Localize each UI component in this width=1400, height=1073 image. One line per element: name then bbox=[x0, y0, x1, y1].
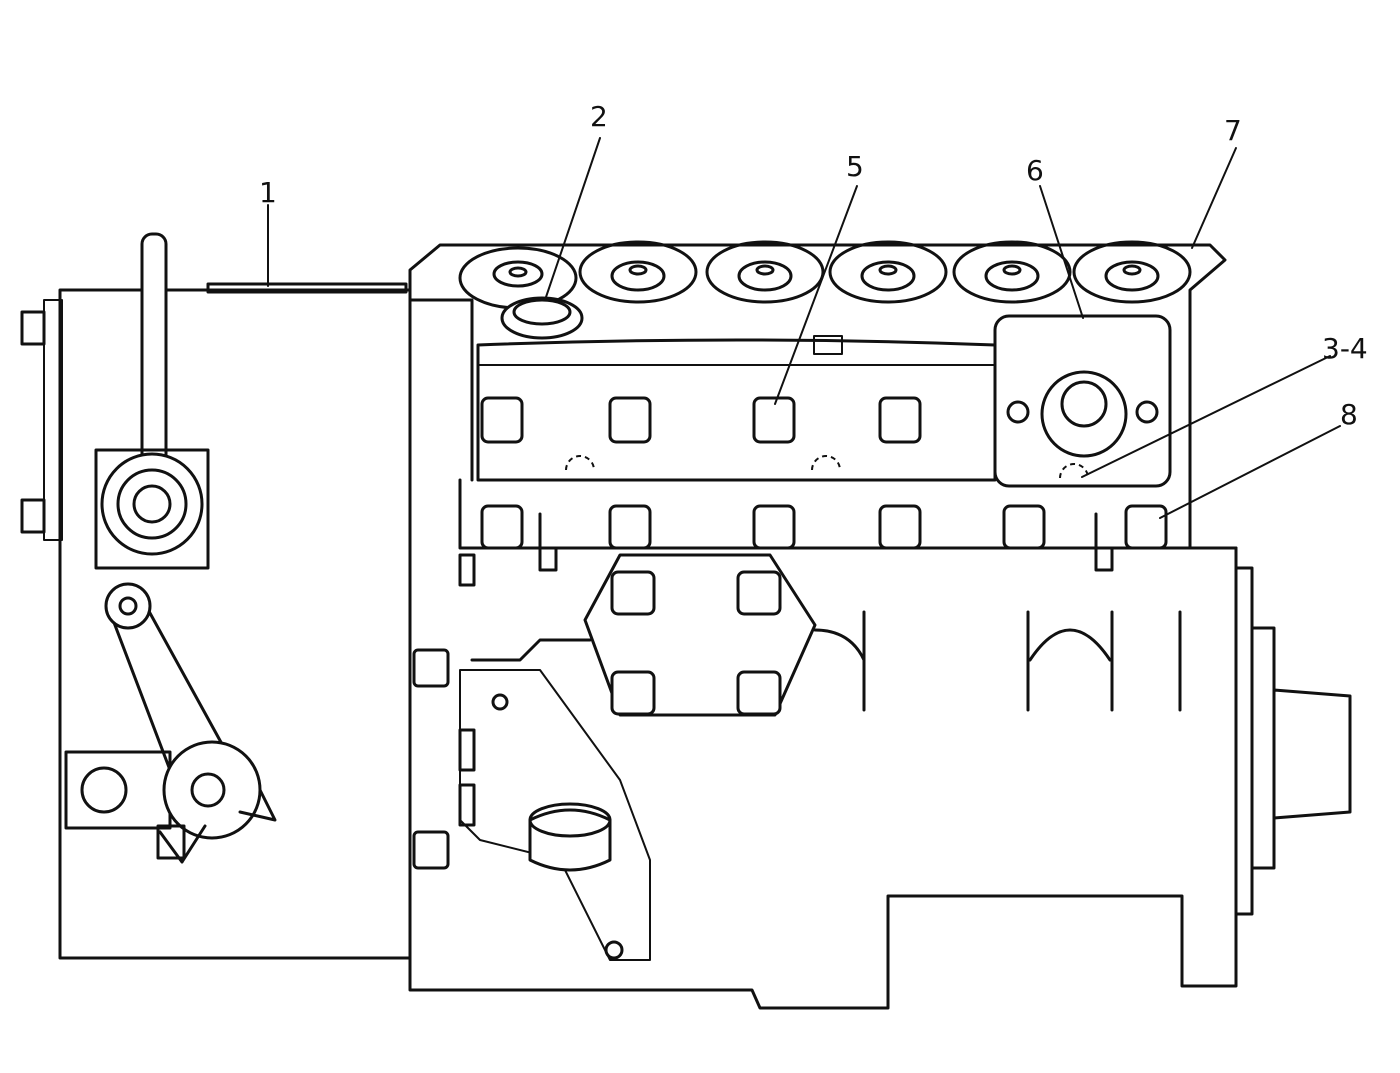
housing-step-line bbox=[458, 478, 1238, 550]
dowel-pin-3-4 bbox=[1059, 463, 1089, 479]
plate-hex-plug bbox=[80, 766, 128, 814]
speed-lever-hub bbox=[162, 740, 262, 840]
governor-top-cover bbox=[206, 282, 408, 294]
inspection-plug bbox=[528, 808, 612, 872]
lower-bolt-1 bbox=[480, 504, 524, 550]
side-plate-bolt-bottom bbox=[20, 498, 46, 534]
delivery-valve-holder-1 bbox=[458, 246, 578, 310]
cover-bolt-1 bbox=[480, 396, 524, 444]
pump-housing-outline bbox=[408, 243, 1238, 1010]
leader-5 bbox=[774, 185, 858, 405]
callout-7: 7 bbox=[1224, 114, 1242, 147]
delivery-valve-holder-5 bbox=[952, 240, 1072, 304]
delivery-valve-holder-6 bbox=[1072, 240, 1192, 304]
delivery-valve-holder-3 bbox=[705, 240, 825, 304]
callout-3-4: 3-4 bbox=[1322, 332, 1368, 365]
side-cover-outline bbox=[476, 338, 997, 482]
governor-side-plate bbox=[43, 299, 63, 541]
drive-shaft-taper bbox=[1272, 688, 1352, 820]
side-plate-bolt-top bbox=[20, 310, 46, 346]
speed-lever-pivot bbox=[104, 582, 152, 630]
governor-housing-body bbox=[58, 288, 412, 960]
cover-bolt-2 bbox=[608, 396, 652, 444]
callout-leaders bbox=[267, 137, 1341, 519]
leader-2 bbox=[544, 137, 601, 301]
speed-lever-arm bbox=[108, 602, 230, 772]
delivery-valve-holder-2 bbox=[578, 240, 698, 304]
flange-bolt-2 bbox=[412, 830, 450, 870]
plate-bolt-tl bbox=[610, 570, 656, 616]
drive-end bbox=[1234, 566, 1352, 916]
callout-1: 1 bbox=[259, 176, 277, 209]
pump-housing bbox=[408, 243, 1238, 1010]
side-cover bbox=[476, 335, 997, 482]
lower-bolt-2 bbox=[608, 504, 652, 550]
stop-lever-bracket bbox=[94, 448, 210, 570]
hex-cover-plate bbox=[583, 553, 866, 717]
plate-bolt-br bbox=[736, 670, 782, 716]
callout-labels: 1 2 5 6 7 3-4 8 bbox=[259, 100, 1368, 431]
leader-8 bbox=[1159, 425, 1341, 519]
lower-bolt-5 bbox=[1002, 504, 1046, 550]
cover-block-6 bbox=[993, 314, 1172, 488]
plate-bolt-tr bbox=[736, 570, 782, 616]
lower-bolt-8 bbox=[1124, 504, 1168, 550]
bearing-outlines bbox=[862, 610, 1182, 712]
callout-6: 6 bbox=[1026, 154, 1044, 187]
cover-bolt-4 bbox=[878, 396, 922, 444]
lower-bolt-row bbox=[480, 504, 1168, 572]
callout-8: 8 bbox=[1340, 398, 1358, 431]
lower-bolt-4 bbox=[878, 504, 922, 550]
lower-bolt-3 bbox=[752, 504, 796, 550]
cover-bolt-5 bbox=[752, 396, 796, 444]
clamp-bolt bbox=[156, 824, 186, 860]
mounting-flange bbox=[459, 669, 651, 961]
drive-flange bbox=[1234, 566, 1254, 916]
callout-2: 2 bbox=[590, 100, 608, 133]
delivery-valve-holder-4 bbox=[828, 240, 948, 304]
leader-7 bbox=[1191, 147, 1237, 249]
leader-6 bbox=[1039, 185, 1084, 319]
callout-5: 5 bbox=[846, 150, 864, 183]
hex-plug-2 bbox=[500, 296, 584, 340]
flange-bolt-1 bbox=[412, 648, 450, 688]
plate-bolt-bl bbox=[610, 670, 656, 716]
leader-3-4 bbox=[1081, 355, 1331, 478]
delivery-valve-row bbox=[458, 240, 1192, 340]
governor-housing bbox=[20, 232, 412, 960]
